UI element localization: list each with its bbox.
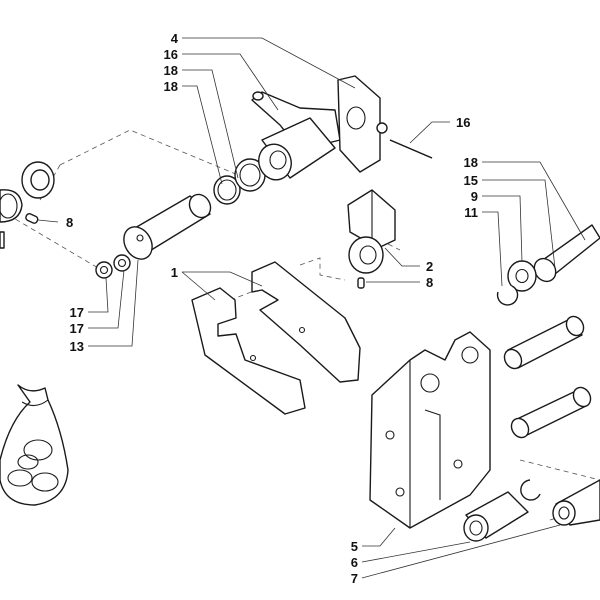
leader-lines [37,37,586,579]
spare-parts-bag-icon [0,384,69,506]
lever-plates [191,261,361,415]
pin-upper-right [503,315,585,370]
callout-4: 4 [171,31,179,46]
callout-18-top-a: 18 [164,63,178,78]
cam-bracket-assembly [251,75,433,181]
long-pin-18 [533,224,600,283]
snap-ring-11 [496,285,519,306]
callout-11: 11 [464,205,478,220]
callout-5: 5 [351,539,358,554]
callout-1: 1 [171,265,178,280]
callout-17-a: 17 [70,305,84,320]
retaining-clip [347,189,396,289]
callout-18-right: 18 [464,155,478,170]
bushing-7 [552,479,600,526]
bushing-6 [463,491,529,542]
callout-18-top-b: 18 [164,79,178,94]
o-rings [213,158,266,205]
callout-8-right: 8 [426,275,433,290]
callout-8-left: 8 [66,215,73,230]
callout-labels: 4 16 18 18 16 8 1 2 8 17 17 13 18 15 9 1… [66,31,478,586]
callout-13: 13 [70,339,84,354]
pivot-shaft [123,193,212,260]
main-support-bracket [369,331,491,529]
small-pin-8 [25,213,39,224]
callout-2: 2 [426,259,433,274]
callout-16-top: 16 [164,47,178,62]
callout-16-right: 16 [456,115,470,130]
callout-17-b: 17 [70,321,84,336]
callout-15: 15 [464,173,478,188]
callout-6: 6 [351,555,358,570]
callout-7: 7 [351,571,358,586]
snap-ring-lower [520,479,541,501]
left-bushing-part [0,161,55,249]
callout-9: 9 [471,189,478,204]
shaft-nuts [95,254,131,279]
pin-mid-right [510,386,592,439]
